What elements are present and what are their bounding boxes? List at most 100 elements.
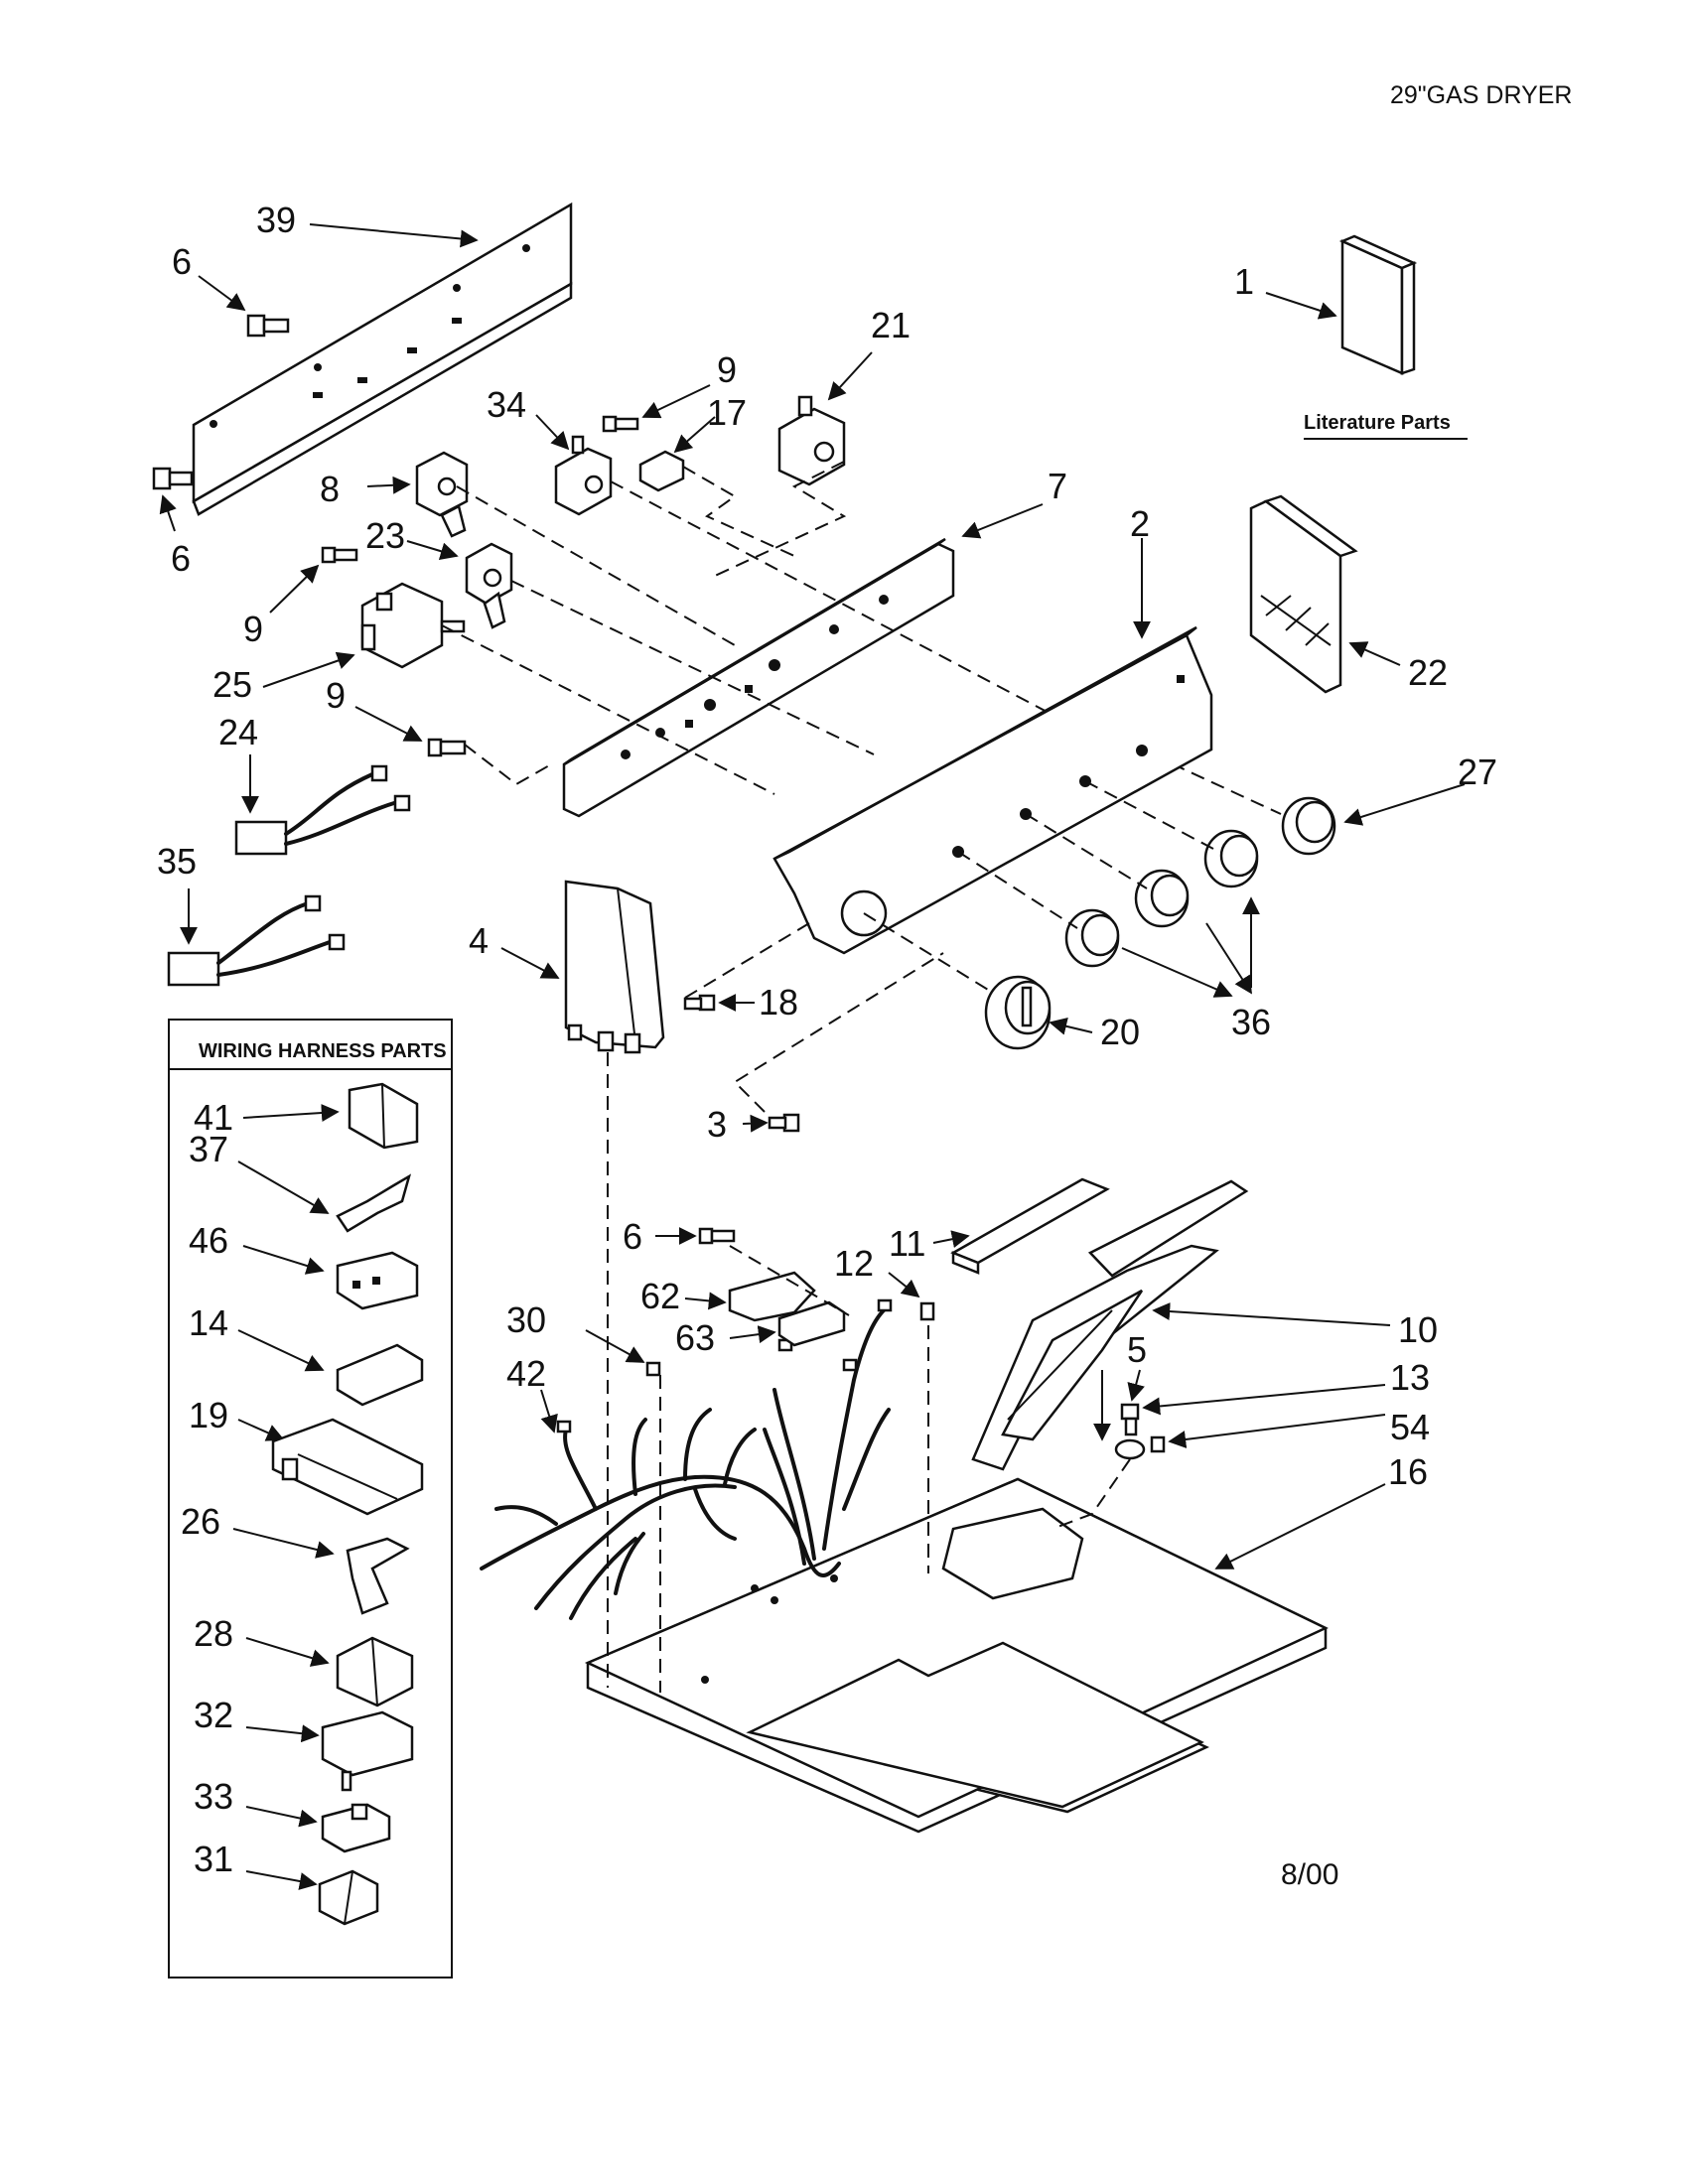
wire-harness-part-24: [234, 764, 411, 856]
callout-63: 63: [675, 1317, 715, 1358]
literature-label: Literature Parts: [1304, 412, 1451, 434]
callout-6-lower: 6: [623, 1216, 642, 1257]
callout-3: 3: [707, 1104, 727, 1145]
callout-62: 62: [640, 1276, 680, 1316]
harness-callout-41: 41: [194, 1097, 233, 1138]
callout-21: 21: [871, 305, 911, 345]
callout-9-lower: 9: [326, 675, 346, 716]
wire-harness-part-35: [167, 894, 346, 987]
lint-housing-part-10: [941, 1179, 1249, 1600]
callout-12: 12: [834, 1243, 874, 1284]
assembly-line: [733, 952, 944, 1113]
callout-25: 25: [212, 664, 252, 705]
assembly-line: [714, 461, 847, 577]
push-button-part-36: [1064, 908, 1120, 968]
assembly-line: [441, 624, 775, 795]
washer-icon: [1114, 1438, 1146, 1460]
callout-20: 20: [1100, 1012, 1140, 1052]
assembly-line: [1052, 1458, 1131, 1530]
callout-8: 8: [320, 469, 340, 509]
assembly-line: [684, 922, 810, 999]
harness-callout-37: 37: [189, 1129, 228, 1169]
harness-callout-19: 19: [189, 1395, 228, 1435]
connector-part-32: [321, 1710, 414, 1792]
screw-icon: [246, 314, 290, 338]
assembly-line: [610, 480, 1053, 716]
clip-part-12: [919, 1301, 935, 1321]
callout-1: 1: [1234, 261, 1254, 302]
end-cap-part-22: [1249, 494, 1358, 694]
harness-callout-46: 46: [189, 1220, 228, 1261]
connector-part-33: [321, 1803, 391, 1853]
connector-part-46: [336, 1251, 419, 1310]
timer-part-34: [554, 435, 613, 516]
callout-2: 2: [1130, 503, 1150, 544]
side-bracket-part-4: [564, 880, 665, 1054]
callout-30: 30: [506, 1299, 546, 1340]
callout-18: 18: [759, 982, 798, 1023]
connector-part-41: [348, 1082, 419, 1150]
callout-9-left: 9: [243, 609, 263, 649]
callout-5: 5: [1127, 1329, 1147, 1370]
callout-6-top: 6: [172, 241, 192, 282]
screw-icon: [427, 738, 467, 757]
screw-icon: [321, 546, 358, 564]
assembly-line: [510, 580, 875, 755]
rear-plate-part-39: [192, 202, 573, 516]
assembly-line: [863, 912, 994, 994]
harness-callout-14: 14: [189, 1302, 228, 1343]
harness-callout-31: 31: [194, 1839, 233, 1879]
screw-icon: [698, 1227, 736, 1245]
console-panel-part-2: [772, 625, 1213, 955]
callout-39: 39: [256, 200, 296, 240]
main-wire-harness-part-42: [480, 1298, 893, 1620]
connector-part-28: [336, 1636, 414, 1707]
screw-icon: [1150, 1435, 1166, 1453]
callout-35: 35: [157, 841, 197, 882]
screw-icon: [768, 1113, 800, 1133]
screw-icon: [1120, 1403, 1140, 1436]
callout-34: 34: [487, 384, 526, 425]
callout-16: 16: [1388, 1451, 1428, 1492]
assembly-line: [682, 466, 795, 557]
callout-9-top: 9: [717, 349, 737, 390]
assembly-line: [957, 851, 1078, 929]
callout-23: 23: [365, 515, 405, 556]
control-valve-part-21: [777, 395, 846, 486]
switch-part-17: [638, 450, 685, 492]
screw-icon: [602, 415, 639, 433]
terminal-part-37: [336, 1173, 412, 1233]
callout-17: 17: [707, 392, 747, 433]
harness-callout-26: 26: [181, 1501, 220, 1542]
timer-knob-part-20: [984, 975, 1052, 1050]
switch-part-23: [465, 542, 513, 629]
callout-6-left: 6: [171, 538, 191, 579]
assembly-line: [729, 1245, 850, 1316]
callout-54: 54: [1390, 1407, 1430, 1447]
screw-icon: [683, 994, 716, 1012]
push-button-part-36: [1203, 829, 1259, 888]
lint-filter-part-11: [950, 1177, 1110, 1275]
harness-callout-33: 33: [194, 1776, 233, 1817]
assembly-line: [456, 485, 736, 646]
wiring-harness-parts-box: [168, 1019, 453, 1979]
diagram-title: 29"GAS DRYER: [1390, 81, 1572, 109]
assembly-line: [464, 744, 552, 786]
callout-4: 4: [469, 920, 489, 961]
clip-part-30: [645, 1361, 661, 1377]
screw-icon: [152, 467, 194, 490]
switch-part-8: [415, 451, 469, 538]
callout-42: 42: [506, 1353, 546, 1394]
harness-callout-32: 32: [194, 1695, 233, 1735]
top-panel-part-16: [584, 1477, 1329, 1834]
terminal-block-part-63: [777, 1300, 846, 1347]
literature-booklet: [1338, 234, 1418, 375]
control-bracket-part-7: [562, 537, 955, 818]
callout-36: 36: [1231, 1002, 1271, 1042]
callout-22: 22: [1408, 652, 1448, 693]
assembly-line: [1084, 780, 1214, 850]
connector-part-14: [336, 1343, 424, 1407]
knob-part-27: [1281, 796, 1336, 856]
timer-part-25: [360, 582, 466, 669]
